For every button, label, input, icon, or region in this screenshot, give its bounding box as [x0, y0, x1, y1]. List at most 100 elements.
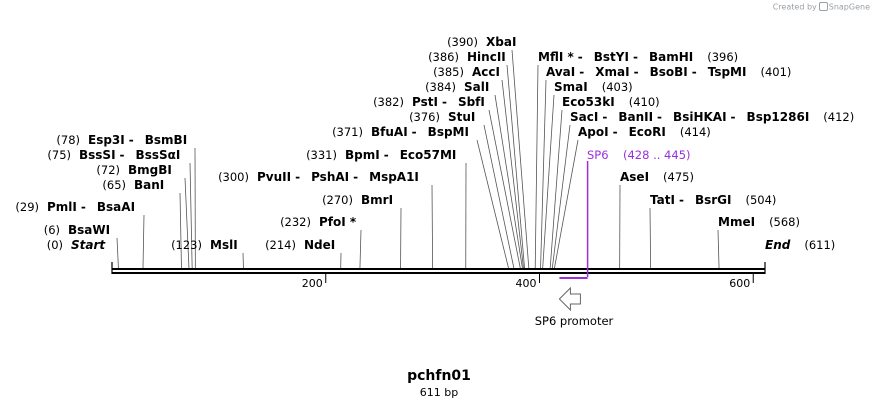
enzyme-name[interactable]: BpmI: [345, 148, 380, 162]
enzyme-name[interactable]: BssSαI: [136, 148, 181, 162]
enzyme-name[interactable]: XbaI: [486, 35, 516, 49]
enzyme-name[interactable]: MflI *: [538, 50, 574, 64]
site-pmli[interactable]: PmlI-BsaAI(29): [15, 200, 135, 214]
enzyme-name[interactable]: PvuII: [257, 170, 291, 184]
sp6-promoter-label[interactable]: SP6 promoter: [535, 314, 614, 328]
enzyme-name[interactable]: BamHI: [649, 50, 693, 64]
site-mmei[interactable]: MmeI(568): [718, 215, 800, 229]
name-separator: -: [634, 65, 639, 79]
site-avai[interactable]: AvaI-XmaI-BsoBI-TspMI(401): [546, 65, 791, 79]
site-pfoi[interactable]: PfoI *(232): [280, 215, 357, 229]
site-position: (403): [602, 80, 633, 94]
site-bmgbi[interactable]: BmgBI(72): [96, 163, 171, 177]
enzyme-name[interactable]: ApoI: [578, 125, 609, 139]
site-smai[interactable]: SmaI (403): [554, 80, 633, 94]
site-apoi[interactable]: ApoI-EcoRI(414): [578, 125, 711, 139]
site-bani[interactable]: BanI(65): [102, 178, 164, 192]
enzyme-name[interactable]: BanI: [134, 178, 164, 192]
enzyme-name[interactable]: BspMI: [428, 125, 469, 139]
site-position: (414): [680, 125, 711, 139]
site-eco53ki[interactable]: Eco53kI(410): [562, 95, 660, 109]
site-pvuii[interactable]: PvuII-PshAI-MspA1I(300): [218, 170, 419, 184]
enzyme-name[interactable]: BanII: [618, 110, 653, 124]
enzyme-name[interactable]: NdeI: [304, 238, 335, 252]
site-stui[interactable]: StuI(376): [409, 110, 475, 124]
enzyme-name[interactable]: TspMI: [708, 65, 747, 79]
enzyme-name[interactable]: BmgBI: [128, 163, 172, 177]
enzyme-name[interactable]: Start: [71, 238, 106, 252]
leader-line: [534, 64, 539, 269]
site-bsawi[interactable]: BsaWI(6): [44, 223, 110, 237]
sp6-primer-name[interactable]: SP6: [587, 148, 609, 162]
enzyme-name[interactable]: SalI: [464, 80, 489, 94]
enzyme-name[interactable]: BsiHKAI: [673, 110, 727, 124]
site-start[interactable]: Start(0): [47, 238, 107, 252]
enzyme-name[interactable]: SacI: [570, 110, 598, 124]
enzyme-name[interactable]: Eco57MI: [400, 148, 457, 162]
enzyme-name[interactable]: BmrI: [361, 193, 393, 207]
site-bfuai[interactable]: BfuAI-BspMI(371): [332, 125, 469, 139]
enzyme-name[interactable]: PstI: [412, 95, 438, 109]
plasmid-name[interactable]: pchfn01: [407, 368, 471, 384]
enzyme-name[interactable]: MmeI: [718, 215, 755, 229]
site-mfli[interactable]: MflI *-BstYI-BamHI(396): [538, 50, 738, 64]
dna-backbone[interactable]: [111, 262, 766, 274]
site-esp3i[interactable]: Esp3I-BsmBI(78): [56, 133, 187, 147]
enzyme-name[interactable]: MspA1I: [369, 170, 419, 184]
enzyme-name[interactable]: PfoI *: [319, 215, 357, 229]
ruler-tick-label: 600: [729, 277, 750, 290]
leader-line: [488, 109, 521, 269]
site-tati[interactable]: TatI-BsrGI(504): [650, 193, 776, 207]
leader-line: [483, 124, 515, 269]
enzyme-name[interactable]: HincII: [467, 50, 506, 64]
enzyme-name[interactable]: TatI: [650, 193, 675, 207]
enzyme-name[interactable]: BssSI: [79, 148, 116, 162]
enzyme-name[interactable]: BsoBI: [650, 65, 688, 79]
leader-line: [506, 64, 525, 269]
site-asei[interactable]: AseI(475): [620, 170, 694, 184]
enzyme-name[interactable]: PmlI: [47, 200, 77, 214]
leader-line: [649, 207, 652, 269]
site-ndei[interactable]: NdeI(214): [265, 238, 335, 252]
site-msli[interactable]: MslI (123): [171, 238, 238, 252]
enzyme-name[interactable]: BsaAI: [97, 200, 135, 214]
enzyme-name[interactable]: SmaI: [554, 80, 588, 94]
enzyme-name[interactable]: BsmBI: [145, 133, 187, 147]
enzyme-name[interactable]: AseI: [620, 170, 649, 184]
site-sali[interactable]: SalI(384): [425, 80, 489, 94]
enzyme-name[interactable]: MslI: [210, 238, 238, 252]
enzyme-name[interactable]: BstYI: [594, 50, 629, 64]
site-bsssi[interactable]: BssSI-BssSαI(75): [47, 148, 180, 162]
enzyme-name[interactable]: EcoRI: [629, 125, 666, 139]
enzyme-name[interactable]: BsrGI: [695, 193, 732, 207]
site-acci[interactable]: AccI(385): [433, 65, 500, 79]
sp6-promoter-arrow-icon[interactable]: [558, 286, 581, 312]
site-bpmi[interactable]: BpmI-Eco57MI(331): [306, 148, 456, 162]
enzyme-name[interactable]: Bsp1286I: [747, 110, 810, 124]
leader-line: [184, 177, 190, 269]
enzyme-name[interactable]: AccI: [472, 65, 500, 79]
enzyme-name[interactable]: PshAI: [311, 170, 349, 184]
site-bmri[interactable]: BmrI(270): [322, 193, 393, 207]
enzyme-name[interactable]: AvaI: [546, 65, 575, 79]
enzyme-name[interactable]: End: [765, 238, 791, 252]
enzyme-name[interactable]: Esp3I: [88, 133, 125, 147]
site-position: (75): [47, 148, 71, 162]
site-position: (123): [171, 238, 202, 252]
site-hincii[interactable]: HincII (386): [428, 50, 506, 64]
site-saci[interactable]: SacI-BanII-BsiHKAI-Bsp1286I(412): [570, 110, 854, 124]
enzyme-name[interactable]: Eco53kI: [562, 95, 615, 109]
site-psti[interactable]: PstI-SbfI(382): [373, 95, 485, 109]
enzyme-name[interactable]: StuI: [448, 110, 475, 124]
enzyme-name[interactable]: BfuAI: [371, 125, 408, 139]
leader-line: [359, 229, 362, 269]
enzyme-name[interactable]: BsaWI: [68, 223, 110, 237]
enzyme-name[interactable]: SbfI: [458, 95, 485, 109]
enzyme-name[interactable]: XmaI: [595, 65, 629, 79]
name-separator: -: [353, 170, 358, 184]
site-end[interactable]: End(611): [765, 238, 835, 252]
site-position: (386): [428, 50, 459, 64]
site-xbai[interactable]: XbaI(390): [447, 35, 516, 49]
features[interactable]: SP6(428 .. 445)SP6 promoter: [535, 148, 691, 328]
